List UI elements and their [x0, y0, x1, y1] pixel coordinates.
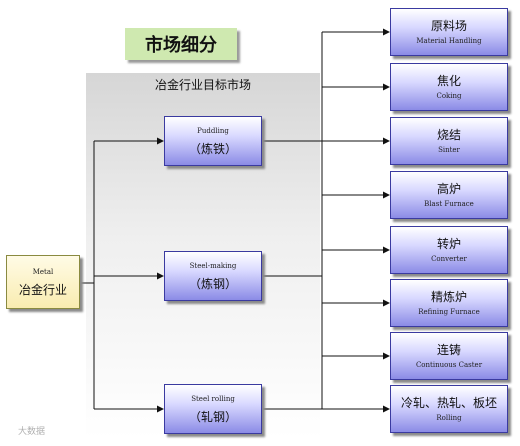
process-cn-label: （炼铁）: [188, 141, 237, 156]
process-en-label: Puddling: [197, 126, 229, 135]
segment-box-converter: 转炉 Converter: [390, 226, 508, 274]
segment-cn-label: 转炉: [436, 236, 461, 251]
diagram-title: 市场细分: [125, 28, 237, 60]
source-box-metal: Metal 冶金行业: [6, 255, 80, 309]
process-cn-label: （轧钢）: [188, 409, 237, 424]
process-box-steelmaking: Steel-making （炼钢）: [164, 251, 262, 301]
segment-en-label: Sinter: [438, 145, 460, 154]
process-en-label: Steel-making: [189, 261, 237, 270]
process-box-puddling: Puddling （炼铁）: [164, 116, 262, 166]
segment-en-label: Refining Furnace: [418, 307, 480, 316]
segment-cn-label: 连铸: [436, 342, 461, 357]
segment-en-label: Material Handling: [416, 36, 482, 45]
watermark-text: 大数据: [18, 427, 46, 437]
segment-box-continuous-caster: 连铸 Continuous Caster: [390, 332, 508, 380]
segment-cn-label: 原料场: [430, 18, 467, 33]
segment-cn-label: 冷轧、热轧、板坯: [400, 395, 497, 410]
panel-title: 冶金行业目标市场: [154, 78, 251, 92]
process-en-label: Steel rolling: [191, 394, 235, 403]
source-en-label: Metal: [32, 267, 54, 276]
segment-en-label: Continuous Caster: [415, 360, 483, 369]
source-cn-label: 冶金行业: [18, 282, 67, 297]
segment-box-blast-furnace: 高炉 Blast Furnace: [390, 171, 508, 219]
segment-en-label: Blast Furnace: [424, 199, 474, 208]
segment-box-refining-furnace: 精炼炉 Refining Furnace: [390, 279, 508, 327]
segment-box-material-handling: 原料场 Material Handling: [390, 8, 508, 56]
process-box-steel-rolling: Steel rolling （轧钢）: [164, 384, 262, 434]
segment-box-sinter: 烧结 Sinter: [390, 117, 508, 165]
segment-en-label: Converter: [431, 254, 467, 263]
segment-box-rolling: 冷轧、热轧、板坯 Rolling: [390, 385, 508, 433]
segment-cn-label: 烧结: [436, 127, 461, 142]
segment-cn-label: 高炉: [436, 181, 461, 196]
segment-en-label: Coking: [436, 91, 462, 100]
segment-en-label: Rolling: [436, 413, 462, 422]
segment-cn-label: 焦化: [436, 73, 461, 88]
segment-box-coking: 焦化 Coking: [390, 63, 508, 111]
process-cn-label: （炼钢）: [188, 276, 237, 291]
segment-cn-label: 精炼炉: [430, 289, 467, 304]
